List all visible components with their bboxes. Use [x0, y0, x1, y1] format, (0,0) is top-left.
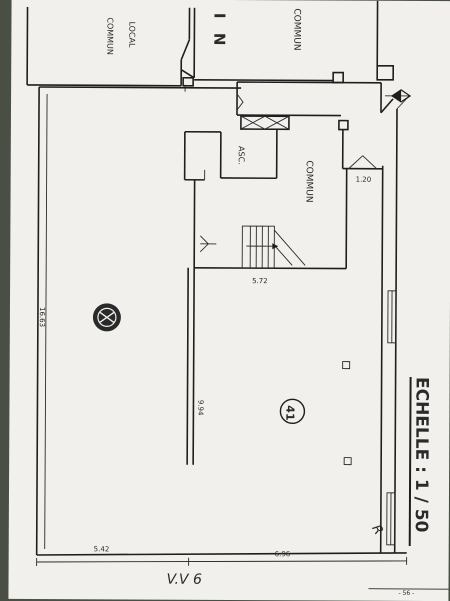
- scale-label: ECHELLE : 1 / 50: [411, 377, 432, 533]
- core-walls: [183, 115, 383, 466]
- floor-plan: I N COMMUN LOCAL COMMUN ASC. COMMUN 1.20…: [8, 0, 450, 601]
- dim-1-20: 1.20: [356, 176, 372, 184]
- label-i: I: [210, 13, 228, 19]
- label-commun-mid: COMMUN: [304, 160, 314, 202]
- stamp-emblem: [93, 303, 121, 331]
- label-n: N: [210, 33, 228, 46]
- label-local: LOCAL: [127, 21, 136, 48]
- pillars: [342, 362, 352, 465]
- door-swings: [200, 94, 243, 252]
- dimension-lines: [37, 94, 409, 568]
- lot-number: 41: [283, 405, 296, 420]
- upper-walls: [27, 0, 393, 93]
- handwritten-r: R: [368, 522, 386, 537]
- staircase: [242, 226, 305, 268]
- dim-5-42: 5.42: [94, 545, 110, 553]
- label-commun-top: COMMUN: [291, 8, 301, 50]
- dim-9-94: 9.94: [196, 400, 204, 416]
- dim-5-72: 5.72: [252, 277, 268, 285]
- label-asc: ASC.: [237, 146, 246, 165]
- dim-6-96: 6.96: [275, 550, 291, 558]
- outer-walls: [37, 81, 409, 557]
- plan-sheet: I N COMMUN LOCAL COMMUN ASC. COMMUN 1.20…: [8, 0, 450, 601]
- dim-16-63: 16.63: [38, 307, 46, 327]
- page-number: - 56 -: [398, 590, 414, 597]
- label-commun-local: COMMUN: [105, 17, 114, 55]
- handwritten-note: V.V 6: [166, 572, 202, 588]
